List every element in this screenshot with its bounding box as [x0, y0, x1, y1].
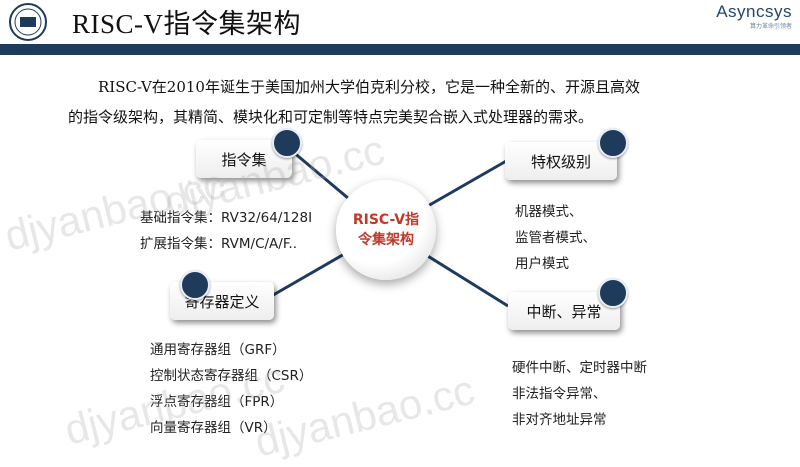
isa-item: 基础指令集：RV32/64/128I — [140, 210, 313, 226]
interrupts-item: 非法指令异常、 — [512, 386, 607, 402]
page-title: RISC-V指令集架构 — [72, 9, 302, 39]
privilege-items: 机器模式、 监管者模式、 用户模式 — [515, 199, 596, 277]
privilege-item: 监管者模式、 — [515, 230, 596, 246]
isa-item: 扩展指令集：RVM/C/A/F.. — [140, 236, 298, 252]
privilege-card: 特权级别 — [505, 142, 617, 180]
interrupts-item: 硬件中断、定时器中断 — [512, 360, 647, 376]
interrupts-item: 非对齐地址异常 — [512, 412, 607, 428]
registers-item: 浮点寄存器组（FPR） — [150, 394, 284, 410]
interrupts-label: 中断、异常 — [526, 302, 602, 321]
header-divider — [0, 44, 800, 55]
brand-logo: Asyncsys 算力革命引领者 — [716, 2, 792, 30]
isa-items: 基础指令集：RV32/64/128I 扩展指令集：RVM/C/A/F.. — [140, 205, 312, 257]
brand-name: Asyncsys — [716, 2, 792, 21]
intro-line-1: RISC-V在2010年诞生于美国加州大学伯克利分校，它是一种全新的、开源且高效 — [98, 78, 640, 96]
privilege-label: 特权级别 — [530, 152, 591, 171]
interrupts-card: 中断、异常 — [508, 292, 620, 330]
isa-label: 指令集 — [221, 150, 267, 169]
interrupts-items: 硬件中断、定时器中断 非法指令异常、 非对齐地址异常 — [512, 355, 647, 433]
intro-line-2: 的指令级架构，其精简、模块化和可定制等特点完美契合嵌入式处理器的需求。 — [68, 108, 594, 126]
interrupts-dot-icon — [598, 278, 628, 308]
center-label: RISC-V指 令集架构 — [352, 212, 420, 248]
registers-item: 控制状态寄存器组（CSR） — [150, 368, 313, 384]
privilege-item: 用户模式 — [515, 256, 569, 272]
registers-items: 通用寄存器组（GRF） 控制状态寄存器组（CSR） 浮点寄存器组（FPR） 向量… — [150, 337, 312, 441]
registers-item: 通用寄存器组（GRF） — [150, 342, 286, 358]
center-node: RISC-V指 令集架构 — [336, 180, 436, 280]
university-seal-icon — [6, 2, 50, 42]
intro-paragraph: RISC-V在2010年诞生于美国加州大学伯克利分校，它是一种全新的、开源且高效… — [68, 72, 748, 132]
registers-dot-icon — [180, 270, 210, 300]
privilege-item: 机器模式、 — [515, 204, 583, 220]
isa-dot-icon — [272, 128, 302, 158]
registers-item: 向量寄存器组（VR） — [150, 420, 277, 436]
brand-tagline: 算力革命引领者 — [749, 23, 792, 30]
privilege-dot-icon — [598, 128, 628, 158]
